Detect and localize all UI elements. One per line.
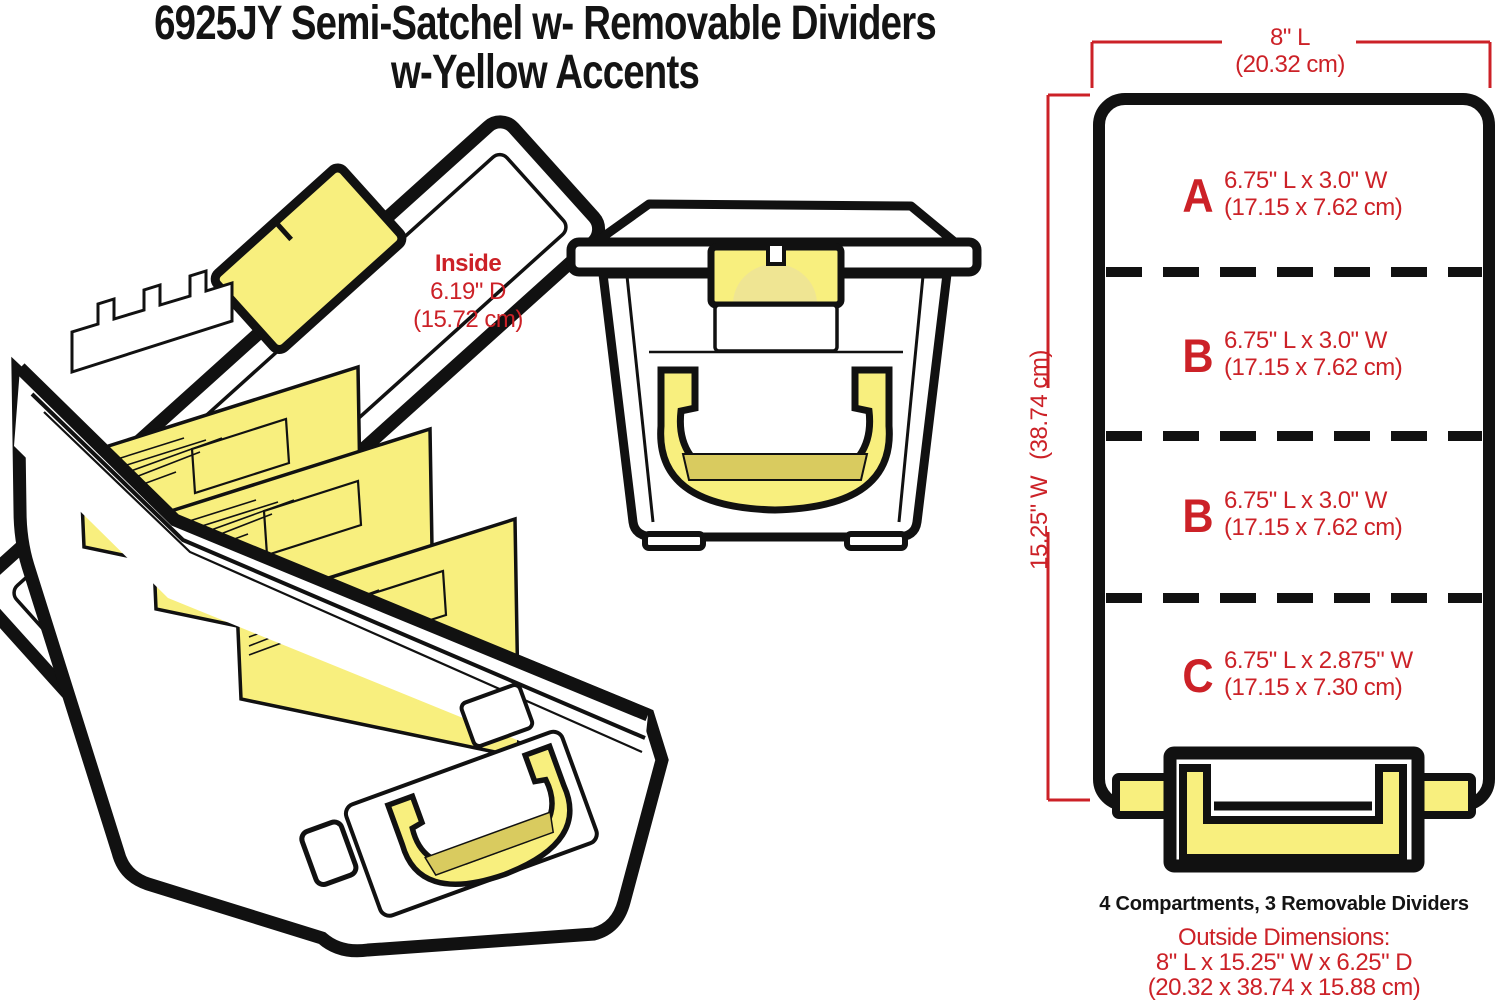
compartment-a-size-in: 6.75" L x 3.0" W [1224,167,1387,194]
inside-depth-cm: (15.72 cm) [413,306,523,333]
compartment-c-size-in: 6.75" L x 2.875" W [1224,647,1413,674]
length-bracket [1090,40,1492,88]
compartment-letter-a: A [1182,169,1214,222]
tub-shape [11,268,669,958]
side-handle-accent [299,682,599,918]
length-dimension-inches: 8" L [1270,24,1310,51]
compartment-a-dims: 6.75" L x 3.0" W (17.15 x 7.62 cm) [1224,167,1500,221]
inside-depth-inches: 6.19" D [430,278,506,305]
compartment-b1-size-in: 6.75" L x 3.0" W [1224,327,1387,354]
compartment-b2-size-cm: (17.15 x 7.62 cm) [1224,514,1403,541]
front-view-illustration [566,199,982,551]
front-handle-accent [657,366,893,514]
page-title-line2: w-Yellow Accents [390,45,700,99]
outside-dimensions-cm: (20.32 x 38.74 x 15.88 cm) [1147,974,1421,1001]
page-title-line1: 6925JY Semi-Satchel w- Removable Divider… [154,0,937,50]
compartment-letter-b2: B [1182,489,1214,542]
outside-dimensions-inches: 8" L x 15.25" W x 6.25" D [1155,949,1413,976]
divider-slot-rail [70,268,234,375]
compartment-c-size-cm: (17.15 x 7.30 cm) [1224,674,1403,701]
width-dimension-inches: 15.25" W [1026,475,1053,570]
front-latch-accent [707,242,845,309]
width-dimension-cm: (38.74 cm) [1026,350,1053,460]
compartment-letter-b1: B [1182,329,1214,382]
compartment-b1-size-cm: (17.15 x 7.62 cm) [1224,354,1403,381]
compartment-b1-dims: 6.75" L x 3.0" W (17.15 x 7.62 cm) [1224,327,1500,381]
compartment-c-dims: 6.75" L x 2.875" W (17.15 x 7.30 cm) [1224,647,1500,701]
width-dimension: 15.25" W (38.74 cm) [1026,320,1085,600]
open-box-illustration [0,115,669,958]
compartment-caption: 4 Compartments, 3 Removable Dividers [1099,893,1469,915]
outside-dimensions: Outside Dimensions: 8" L x 15.25" W x 6.… [1068,925,1500,1000]
inside-depth-note: Inside 6.19" D (15.72 cm) [378,250,558,334]
inside-label: Inside [434,250,502,277]
compartment-b2-size-in: 6.75" L x 3.0" W [1224,487,1387,514]
outside-dimensions-label: Outside Dimensions: [1178,924,1390,951]
length-dimension-cm: (20.32 cm) [1235,51,1345,78]
top-view-illustration [1046,40,1495,873]
top-view-handle-accent [1112,746,1476,873]
page-title: 6925JY Semi-Satchel w- Removable Divider… [121,0,969,98]
compartment-letter-c: C [1182,649,1214,702]
compartment-a-size-cm: (17.15 x 7.62 cm) [1224,194,1403,221]
width-bracket [1046,93,1090,802]
compartment-b2-dims: 6.75" L x 3.0" W (17.15 x 7.62 cm) [1224,487,1500,541]
